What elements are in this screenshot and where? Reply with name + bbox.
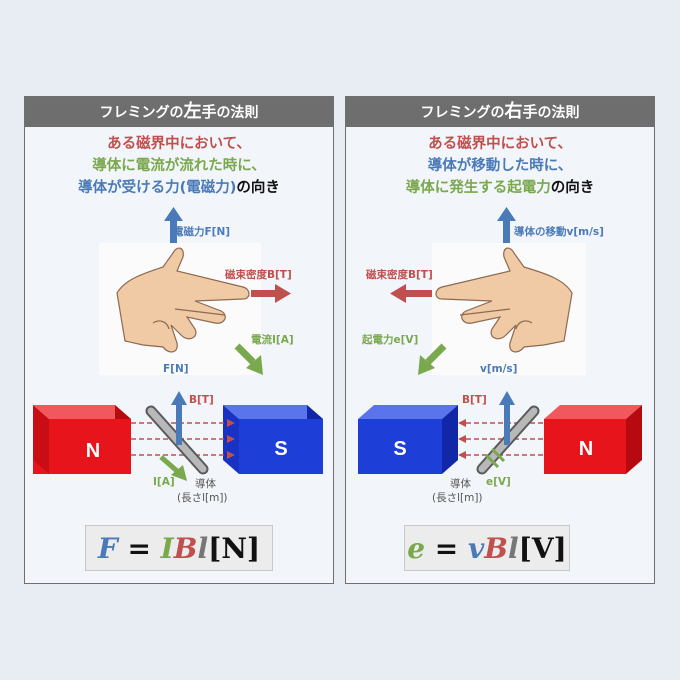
formula-equals: = <box>127 532 151 565</box>
flux-label-hand: 磁束密度B[T] <box>366 268 433 281</box>
title-hand: 手 <box>201 103 217 121</box>
left-hand-rule-panel: フレミングの左手の法則 ある磁界中において、 導体に電流が流れた時に、 導体が受… <box>24 96 334 584</box>
current-arrow-small <box>159 455 187 481</box>
current-label-small: I[A] <box>153 476 175 488</box>
panel-title: フレミングの右手の法則 <box>346 97 654 127</box>
rule-description: ある磁界中において、 導体が移動した時に、 導体に発生する起電力の向き <box>346 133 654 199</box>
current-arrow-hand <box>234 343 263 375</box>
title-prefix: フレミングの <box>99 105 184 121</box>
title-hand: 手 <box>522 103 538 121</box>
conductor-label: 導体 <box>195 477 216 490</box>
magnet-s <box>223 405 323 474</box>
description-line-3-tail: の向き <box>236 180 280 196</box>
description-line-3: 導体が受ける力(電磁力) <box>78 180 237 196</box>
motion-label-top: 導体の移動v[m/s] <box>514 225 604 238</box>
emf-label-small: e[V] <box>486 476 511 488</box>
magnet-n <box>544 405 642 474</box>
right-diagram: S N 導体の移動v[m/s] 磁束密度B[T] 起電力e[V] v[m/s] … <box>358 207 642 504</box>
flux-label-small: B[T] <box>462 394 487 406</box>
conductor-label: 導体 <box>450 477 471 490</box>
flux-lines <box>466 422 544 456</box>
magnet-s-label: S <box>393 438 406 460</box>
description-line-1: ある磁界中において、 <box>107 136 251 152</box>
panel-title: フレミングの左手の法則 <box>25 97 333 127</box>
formula-length: l <box>197 532 209 565</box>
formula-unit: [N] <box>208 532 261 565</box>
description-line-3: 導体に発生する起電力 <box>405 180 551 196</box>
emf-marker <box>484 447 506 469</box>
length-label: (長さl[m]) <box>177 492 228 504</box>
force-arrow-top <box>164 207 183 243</box>
formula-equals: = <box>434 532 459 565</box>
motion-label-small: v[m/s] <box>480 363 517 375</box>
title-suffix: の法則 <box>537 105 580 121</box>
right-hand-illustration <box>435 247 573 353</box>
formula-flux: B <box>173 532 198 565</box>
title-prefix: フレミングの <box>420 105 505 121</box>
formula-force: F <box>97 532 118 565</box>
force-label-top: 電磁力F[N] <box>173 225 230 238</box>
right-hand-rule-panel: フレミングの右手の法則 ある磁界中において、 導体が移動した時に、 導体に発生す… <box>345 96 655 584</box>
motion-arrow-top <box>497 207 516 243</box>
formula-velocity: v <box>467 532 485 565</box>
title-hand-side: 左 <box>183 101 202 122</box>
formula-emf: e <box>407 532 426 565</box>
magnet-s <box>358 405 458 474</box>
rule-description: ある磁界中において、 導体に電流が流れた時に、 導体が受ける力(電磁力)の向き <box>25 133 333 199</box>
flux-label-hand: 磁束密度B[T] <box>225 268 292 281</box>
formula-box: F = IBl[N] <box>85 525 273 571</box>
flux-label-small: B[T] <box>189 394 214 406</box>
description-line-2: 導体が移動した時に、 <box>427 158 573 174</box>
formula-unit: [V] <box>518 532 567 565</box>
left-hand-illustration <box>116 247 250 353</box>
motion-arrow-small <box>499 391 515 445</box>
title-hand-side: 右 <box>504 101 523 122</box>
description-line-3-tail: の向き <box>550 180 595 196</box>
magnet-s-label: S <box>274 438 287 460</box>
description-line-2: 導体に電流が流れた時に、 <box>92 158 266 174</box>
current-label-hand: 電流I[A] <box>251 333 294 346</box>
formula-flux: B <box>484 532 508 565</box>
formula-current: I <box>160 532 174 565</box>
flux-line-heads <box>227 419 235 459</box>
flux-arrow-hand <box>251 284 291 303</box>
magnet-n-label: N <box>579 438 593 460</box>
magnet-n-label: N <box>86 440 100 462</box>
title-suffix: の法則 <box>216 105 259 121</box>
force-label-small: F[N] <box>163 363 189 375</box>
formula-length: l <box>507 532 519 565</box>
left-diagram: N S 電磁力F[N] 磁束密度B[T] 電流I[A] F[N] B[T] I[… <box>33 207 323 504</box>
formula-box: e = vBl[V] <box>404 525 570 571</box>
emf-label-hand: 起電力e[V] <box>361 333 418 346</box>
description-line-1: ある磁界中において、 <box>428 136 572 152</box>
magnet-n <box>33 405 131 474</box>
length-label: (長さl[m]) <box>432 492 483 504</box>
force-arrow-small <box>171 391 187 445</box>
emf-arrow-hand <box>418 343 447 375</box>
flux-line-heads <box>458 419 466 459</box>
flux-arrow-hand <box>390 284 432 303</box>
